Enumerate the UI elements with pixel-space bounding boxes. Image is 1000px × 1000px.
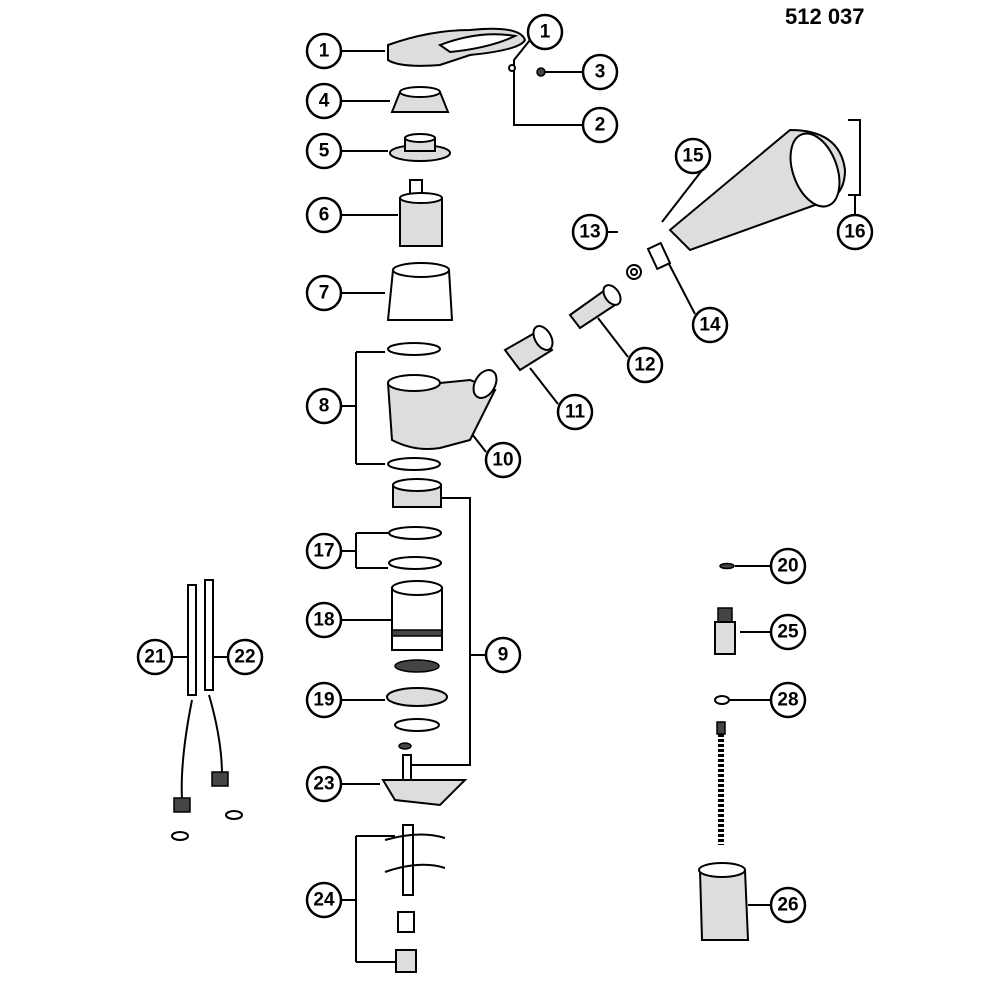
callout-20: 20 (769, 547, 807, 585)
callout-25: 25 (769, 613, 807, 651)
callout-15: 15 (674, 137, 712, 175)
callout-18: 18 (305, 601, 343, 639)
part-adapter-11 (503, 325, 554, 372)
svg-text:1: 1 (540, 22, 551, 43)
svg-text:13: 13 (579, 222, 600, 243)
part-washer-28 (714, 695, 730, 705)
part-fixing-set (384, 824, 446, 973)
callout-22: 22 (226, 638, 264, 676)
part-supply-hoses (171, 579, 243, 841)
callout-13: 13 (571, 213, 609, 251)
svg-text:10: 10 (492, 450, 513, 471)
part-hose-nipple-12 (568, 284, 622, 330)
svg-text:3: 3 (595, 62, 606, 83)
callout-11: 11 (556, 393, 594, 431)
svg-text:16: 16 (844, 222, 865, 243)
svg-text:6: 6 (319, 205, 330, 226)
callout-2: 2 (581, 106, 619, 144)
svg-text:20: 20 (777, 556, 798, 577)
svg-text:26: 26 (777, 895, 798, 916)
part-lever-handle (387, 27, 527, 67)
callout-9: 9 (484, 636, 522, 674)
part-small-seal-20 (719, 562, 735, 570)
callout-28: 28 (769, 681, 807, 719)
svg-text:12: 12 (634, 355, 655, 376)
part-valve-body-9 (392, 478, 442, 508)
part-o-rings-8 (387, 342, 441, 471)
svg-text:7: 7 (319, 283, 330, 304)
svg-text:28: 28 (777, 690, 798, 711)
svg-text:21: 21 (144, 647, 166, 668)
part-diverter-insert (391, 580, 443, 651)
part-cover-cap (390, 86, 450, 113)
svg-text:9: 9 (498, 645, 509, 666)
callout-6: 6 (305, 196, 343, 234)
callout-8: 8 (305, 387, 343, 425)
svg-text:24: 24 (313, 890, 335, 911)
callout-4: 4 (305, 82, 343, 120)
callout-14: 14 (691, 306, 729, 344)
part-seals-19 (386, 659, 448, 750)
part-mounting-plate (381, 754, 468, 807)
part-ring-14 (646, 241, 672, 271)
callout-24: 24 (305, 881, 343, 919)
svg-text:18: 18 (313, 610, 334, 631)
callout-1-set: 1 (526, 13, 564, 51)
part-connector-25 (714, 607, 736, 655)
svg-text:14: 14 (699, 315, 721, 336)
callout-1-handle: 1 (305, 32, 343, 70)
callout-5: 5 (305, 132, 343, 170)
part-screw-and-cap (508, 64, 546, 77)
part-washer-13 (626, 264, 642, 280)
callout-16: 16 (836, 213, 874, 251)
drawing-number: 512 037 (785, 4, 865, 29)
svg-text:11: 11 (565, 402, 586, 423)
svg-text:15: 15 (682, 146, 704, 167)
svg-text:25: 25 (777, 622, 799, 643)
callout-7: 7 (305, 274, 343, 312)
svg-text:17: 17 (313, 541, 334, 562)
callout-26: 26 (769, 886, 807, 924)
callout-12: 12 (626, 346, 664, 384)
svg-text:2: 2 (595, 115, 606, 136)
callout-23: 23 (305, 765, 343, 803)
part-nut (389, 133, 451, 162)
part-spout-body (386, 369, 498, 450)
svg-text:22: 22 (234, 647, 255, 668)
svg-text:23: 23 (313, 774, 334, 795)
part-hand-shower (668, 128, 847, 252)
part-o-rings-17 (388, 526, 442, 570)
callout-3: 3 (581, 53, 619, 91)
part-sleeve (386, 262, 454, 321)
svg-text:1: 1 (319, 41, 330, 62)
part-hose-weight-26 (698, 862, 750, 941)
callout-19: 19 (305, 681, 343, 719)
svg-text:8: 8 (319, 396, 330, 417)
callout-21: 21 (136, 638, 174, 676)
leader-lines (172, 39, 861, 963)
part-cartridge (399, 179, 443, 247)
part-flexible-hose (716, 721, 726, 845)
svg-text:19: 19 (313, 690, 334, 711)
svg-text:5: 5 (319, 141, 330, 162)
callout-17: 17 (305, 532, 343, 570)
callout-10: 10 (484, 441, 522, 479)
svg-text:4: 4 (319, 91, 330, 112)
